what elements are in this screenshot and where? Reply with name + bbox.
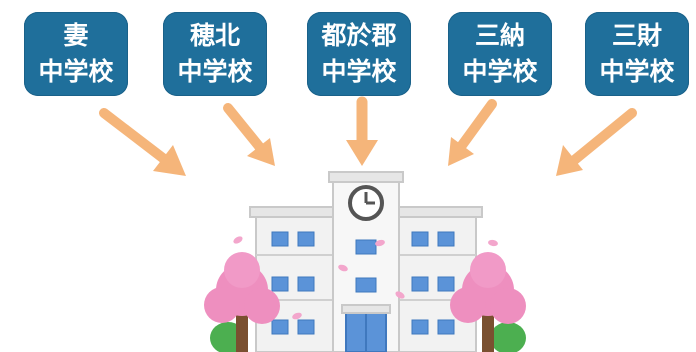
arrow-5 <box>556 108 637 176</box>
school-type: 中学校 <box>38 57 114 86</box>
school-type: 中学校 <box>177 57 253 86</box>
school-name: 妻 <box>63 21 89 50</box>
school-type: 中学校 <box>321 57 397 86</box>
school-name: 都於郡 <box>321 21 397 50</box>
school-building <box>249 171 483 352</box>
school-type: 中学校 <box>462 57 538 86</box>
school-label-tsuma: 妻 中学校 <box>24 12 128 96</box>
arrow-1 <box>99 108 186 176</box>
school-name: 三納 <box>474 21 525 50</box>
school-label-hokita: 穂北 中学校 <box>163 12 267 96</box>
school-type: 中学校 <box>599 57 675 86</box>
cherry-tree-right <box>450 252 526 352</box>
arrow-3 <box>346 96 378 166</box>
school-label-tonokoori: 都於郡 中学校 <box>307 12 411 96</box>
cherry-tree-left <box>204 252 280 352</box>
school-name: 穂北 <box>189 21 240 50</box>
arrow-2 <box>223 103 275 166</box>
school-label-sannou: 三納 中学校 <box>448 12 552 96</box>
arrow-4 <box>448 99 497 166</box>
school-label-sanzai: 三財 中学校 <box>585 12 689 96</box>
clock-icon <box>348 185 384 221</box>
school-name: 三財 <box>611 21 662 50</box>
